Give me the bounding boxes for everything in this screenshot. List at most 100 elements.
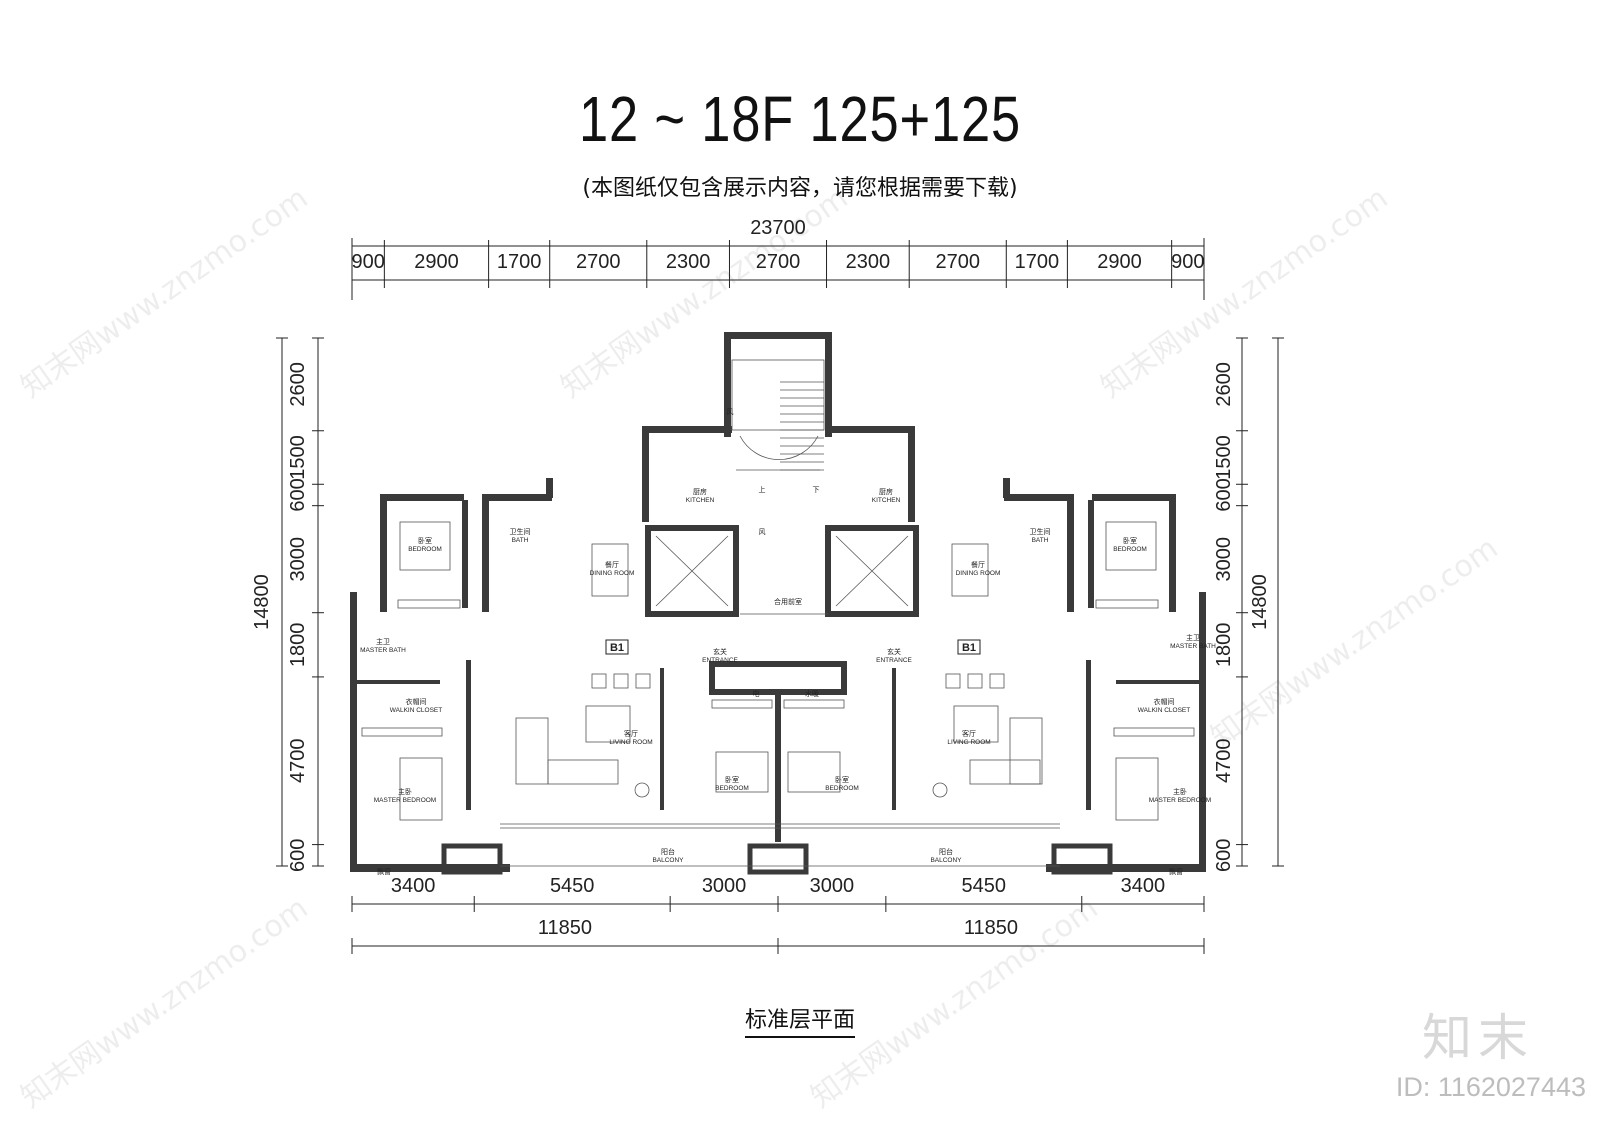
furniture bbox=[361, 521, 1195, 821]
label-stair-up: 上 bbox=[759, 485, 766, 494]
bottom-dimension-ticks bbox=[351, 896, 1205, 954]
left-dim-label: 1500 bbox=[287, 435, 309, 480]
top-dim-label: 2700 bbox=[576, 251, 621, 273]
top-dim-label: 2900 bbox=[414, 251, 459, 273]
room-label-line: BATH bbox=[1032, 537, 1049, 544]
bottom-dim-label: 3000 bbox=[702, 875, 747, 897]
right-dim-label: 3000 bbox=[1213, 537, 1235, 582]
label-bay-left: 飘窗 bbox=[377, 867, 391, 876]
bottom-half-dim-label: 11850 bbox=[538, 917, 592, 939]
room-label-line: BALCONY bbox=[930, 857, 962, 864]
right-dim-label: 600 bbox=[1213, 478, 1235, 511]
asset-id: ID: 1162027443 bbox=[1395, 1072, 1586, 1102]
room-label-line: WALKIN CLOSET bbox=[1138, 707, 1191, 714]
room-label-line: ENTRANCE bbox=[876, 657, 912, 664]
label-balcony-right: 阳台 bbox=[939, 847, 953, 856]
right-dim-label: 600 bbox=[1213, 839, 1235, 872]
top-dim-label: 1700 bbox=[1015, 251, 1060, 273]
bottom-dim-label: 3400 bbox=[391, 875, 436, 897]
room-label-line: ENTRANCE bbox=[702, 657, 738, 664]
room-label-line: MASTER BATH bbox=[360, 647, 406, 654]
label-kitchen-left: 厨房 bbox=[693, 487, 707, 496]
label-lobby: 合用前室 bbox=[774, 597, 802, 606]
side-dimension-ticks bbox=[276, 337, 1284, 867]
unit-tag-right: B1 bbox=[962, 642, 976, 654]
side-dimension-lines bbox=[281, 338, 1279, 866]
left-dim-label: 4700 bbox=[287, 739, 309, 784]
right-total-dim-label: 14800 bbox=[1249, 574, 1271, 630]
label-living-left: 客厅 bbox=[624, 729, 638, 738]
label-bath-right: 卫生间 bbox=[1030, 527, 1051, 536]
room-label-line: KITCHEN bbox=[686, 497, 715, 504]
right-dim-label: 2600 bbox=[1213, 362, 1235, 407]
brand-logo: 知末 bbox=[1422, 1009, 1534, 1067]
unit-tags: B1 B1 bbox=[605, 639, 981, 655]
room-label-line: BEDROOM bbox=[408, 546, 442, 553]
right-dim-label: 4700 bbox=[1213, 739, 1235, 784]
top-dim-label: 900 bbox=[1171, 251, 1204, 273]
label-bay-right: 飘窗 bbox=[1169, 867, 1183, 876]
bottom-dim-label: 3000 bbox=[810, 875, 855, 897]
top-dim-label: 2300 bbox=[846, 251, 891, 273]
bottom-half-dim-label: 11850 bbox=[964, 917, 1018, 939]
walls bbox=[350, 332, 1206, 875]
bottom-dim-label: 5450 bbox=[550, 875, 595, 897]
label-master-bedroom-left: 主卧 bbox=[398, 787, 412, 796]
label-dining-left: 餐厅 bbox=[605, 560, 619, 569]
top-dim-label: 1700 bbox=[497, 251, 542, 273]
side-dimension-labels: 2600150060030001800470060026001500600300… bbox=[251, 362, 1271, 872]
label-bath-left: 卫生间 bbox=[510, 527, 531, 536]
room-label-line: BEDROOM bbox=[1113, 546, 1147, 553]
label-entrance-left: 玄关 bbox=[713, 647, 727, 656]
label-bedroom-center-left: 卧室 bbox=[725, 775, 739, 784]
label-entrance-right: 玄关 bbox=[887, 647, 901, 656]
top-dim-label: 2300 bbox=[666, 251, 711, 273]
top-dim-label: 900 bbox=[351, 251, 384, 273]
label-wind-top: 风 bbox=[727, 408, 734, 416]
label-electric: 电 bbox=[753, 689, 760, 698]
label-master-bath-left: 主卫 bbox=[376, 637, 390, 646]
room-label-line: LIVING ROOM bbox=[609, 739, 652, 746]
unit-tag-left: B1 bbox=[610, 642, 624, 654]
room-label-line: MASTER BEDROOM bbox=[374, 797, 436, 804]
label-bedroom-center-right: 卧室 bbox=[835, 775, 849, 784]
label-wind-bottom: 风 bbox=[759, 528, 766, 536]
room-label-line: DINING ROOM bbox=[590, 570, 635, 577]
left-dim-label: 2600 bbox=[287, 362, 309, 407]
plan-caption: 标准层平面 bbox=[0, 1002, 1600, 1038]
label-bedroom-right: 卧室 bbox=[1123, 536, 1137, 545]
bottom-dimension-labels: 3400 5450 3000 3000 5450 3400 11850 11850 bbox=[391, 875, 1165, 939]
top-dimension-ticks bbox=[351, 240, 1205, 288]
page-title: 12 ~ 18F 125+125 bbox=[578, 83, 1022, 155]
label-walkin-right: 衣帽间 bbox=[1154, 697, 1175, 706]
right-dim-label: 1500 bbox=[1213, 435, 1235, 480]
label-master-bath-right: 主卫 bbox=[1186, 633, 1200, 642]
right-dim-label: 1800 bbox=[1213, 623, 1235, 668]
label-kitchen-right: 厨房 bbox=[879, 487, 893, 496]
label-living-right: 客厅 bbox=[962, 729, 976, 738]
left-dim-label: 3000 bbox=[287, 537, 309, 582]
bottom-dim-label: 3400 bbox=[1121, 875, 1166, 897]
bottom-dim-label: 5450 bbox=[962, 875, 1007, 897]
top-dim-label: 2700 bbox=[756, 251, 801, 273]
label-water: 水暖 bbox=[805, 689, 819, 698]
thin-lines bbox=[500, 359, 1060, 867]
caption-text: 标准层平面 bbox=[744, 1008, 855, 1038]
left-total-dim-label: 14800 bbox=[251, 574, 273, 630]
room-label-line: BEDROOM bbox=[715, 785, 749, 792]
left-dim-label: 600 bbox=[287, 478, 309, 511]
dim-top-total: 23700 bbox=[750, 217, 806, 239]
room-label-line: BATH bbox=[512, 537, 529, 544]
left-dim-label: 1800 bbox=[287, 623, 309, 668]
room-label-line: DINING ROOM bbox=[956, 570, 1001, 577]
label-stair-down: 下 bbox=[813, 486, 820, 494]
room-label-line: MASTER BATH bbox=[1170, 643, 1216, 650]
label-bedroom-left: 卧室 bbox=[418, 536, 432, 545]
left-dim-label: 600 bbox=[287, 839, 309, 872]
room-label-line: BALCONY bbox=[652, 857, 684, 864]
top-dim-label: 2900 bbox=[1097, 251, 1142, 273]
page-subtitle: (本图纸仅包含展示内容，请您根据需要下载) bbox=[582, 176, 1018, 201]
label-dining-right: 餐厅 bbox=[971, 560, 985, 569]
